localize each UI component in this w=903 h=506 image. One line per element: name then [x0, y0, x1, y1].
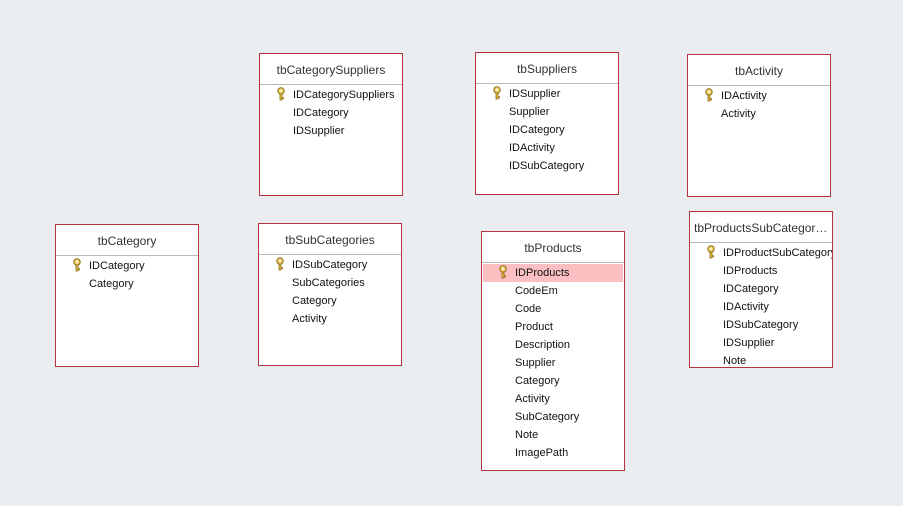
field-label: Note: [723, 355, 747, 367]
field-item[interactable]: Supplier: [477, 103, 617, 121]
table-window[interactable]: tbProductsSubCategori...IDProductSubCate…: [689, 211, 833, 368]
field-item[interactable]: ImagePath: [483, 444, 623, 462]
field-item[interactable]: Category: [483, 372, 623, 390]
field-item[interactable]: Activity: [483, 390, 623, 408]
field-label: IDCategory: [293, 107, 349, 119]
field-item[interactable]: Note: [691, 352, 831, 367]
field-item[interactable]: IDCategory: [261, 104, 401, 122]
field-label: IDCategory: [509, 124, 565, 136]
field-item[interactable]: SubCategory: [483, 408, 623, 426]
field-label: IDSubCategory: [509, 160, 585, 172]
field-label: IDCategorySuppliers: [293, 89, 395, 101]
field-item[interactable]: Note: [483, 426, 623, 444]
field-label: IDSupplier: [509, 88, 561, 100]
field-item[interactable]: Category: [260, 292, 400, 310]
primary-key-icon: [276, 87, 286, 101]
field-label: IDCategory: [89, 260, 145, 272]
field-label: IDActivity: [721, 90, 767, 102]
primary-key-icon: [72, 258, 82, 272]
field-item[interactable]: IDSupplier: [477, 85, 617, 103]
field-label: IDSupplier: [293, 125, 345, 137]
field-label: Description: [515, 339, 571, 351]
field-item[interactable]: IDSubCategory: [691, 316, 831, 334]
field-label: Code: [515, 303, 542, 315]
primary-key-icon: [498, 265, 508, 279]
field-item[interactable]: IDCategory: [57, 257, 197, 275]
field-label: Activity: [721, 108, 756, 120]
table-title[interactable]: tbProductsSubCategori...: [690, 212, 832, 243]
field-item[interactable]: IDProductSubCategory: [691, 244, 833, 262]
table-title[interactable]: tbCategorySuppliers: [260, 54, 402, 85]
field-item[interactable]: SubCategories: [260, 274, 400, 292]
field-label: CodeEm: [515, 285, 558, 297]
field-item[interactable]: Supplier: [483, 354, 623, 372]
primary-key-icon: [492, 86, 502, 100]
field-label: IDSubCategory: [723, 319, 799, 331]
field-label: IDSubCategory: [292, 259, 368, 271]
field-label: Supplier: [509, 106, 550, 118]
field-item[interactable]: Activity: [260, 310, 400, 328]
field-item[interactable]: Activity: [689, 105, 829, 123]
field-label: IDProductSubCategory: [723, 247, 833, 259]
field-item[interactable]: IDSupplier: [691, 334, 831, 352]
table-title[interactable]: tbActivity: [688, 55, 830, 86]
table-title[interactable]: tbSuppliers: [476, 53, 618, 84]
field-item[interactable]: Category: [57, 275, 197, 293]
field-item[interactable]: Code: [483, 300, 623, 318]
field-item[interactable]: IDActivity: [689, 87, 829, 105]
table-title[interactable]: tbCategory: [56, 225, 198, 256]
field-item[interactable]: IDSupplier: [261, 122, 401, 140]
field-label: IDProducts: [515, 267, 570, 279]
primary-key-icon: [275, 257, 285, 271]
primary-key-icon: [706, 245, 716, 259]
field-label: Note: [515, 429, 539, 441]
field-label: SubCategories: [292, 277, 365, 289]
table-title[interactable]: tbSubCategories: [259, 224, 401, 255]
field-item[interactable]: IDCategorySuppliers: [261, 86, 401, 104]
field-item[interactable]: IDCategory: [477, 121, 617, 139]
field-label: Activity: [515, 393, 550, 405]
field-label: IDCategory: [723, 283, 779, 295]
field-label: IDProducts: [723, 265, 778, 277]
field-item[interactable]: IDProducts: [483, 264, 623, 282]
field-item[interactable]: IDProducts: [691, 262, 831, 280]
field-label: Category: [89, 278, 134, 290]
field-label: Supplier: [515, 357, 556, 369]
field-item[interactable]: Product: [483, 318, 623, 336]
field-item[interactable]: CodeEm: [483, 282, 623, 300]
primary-key-icon: [704, 88, 714, 102]
field-label: IDActivity: [509, 142, 555, 154]
field-label: IDSupplier: [723, 337, 775, 349]
field-item[interactable]: Description: [483, 336, 623, 354]
field-item[interactable]: IDActivity: [477, 139, 617, 157]
field-item[interactable]: IDCategory: [691, 280, 831, 298]
field-label: IDActivity: [723, 301, 769, 313]
field-label: Category: [515, 375, 560, 387]
field-item[interactable]: IDSubCategory: [260, 256, 400, 274]
field-label: SubCategory: [515, 411, 580, 423]
field-label: Category: [292, 295, 337, 307]
field-label: ImagePath: [515, 447, 569, 459]
field-label: Product: [515, 321, 553, 333]
field-label: Activity: [292, 313, 327, 325]
field-item[interactable]: IDSubCategory: [477, 157, 617, 175]
table-title[interactable]: tbProducts: [482, 232, 624, 263]
field-item[interactable]: IDActivity: [691, 298, 831, 316]
